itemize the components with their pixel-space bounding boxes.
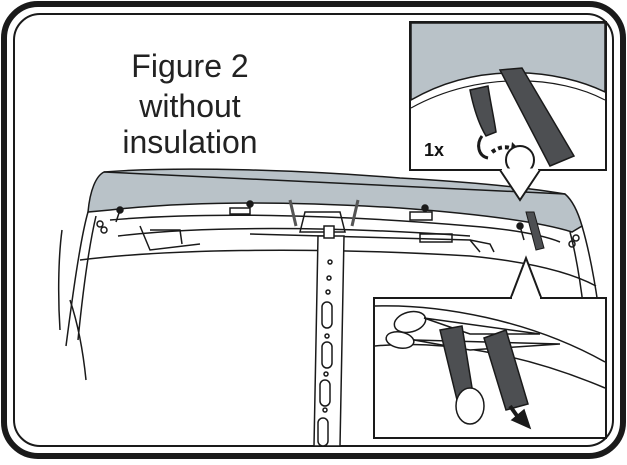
figure-title-line1: Figure 2 (131, 48, 249, 84)
center-strut (313, 225, 345, 447)
hood-strap (525, 211, 545, 251)
inset-top (409, 21, 607, 202)
quantity-label: 1x (424, 140, 445, 160)
inset-bottom (373, 255, 607, 439)
hood-lip (87, 168, 583, 233)
figure-title-line2: without insulation (122, 88, 258, 160)
